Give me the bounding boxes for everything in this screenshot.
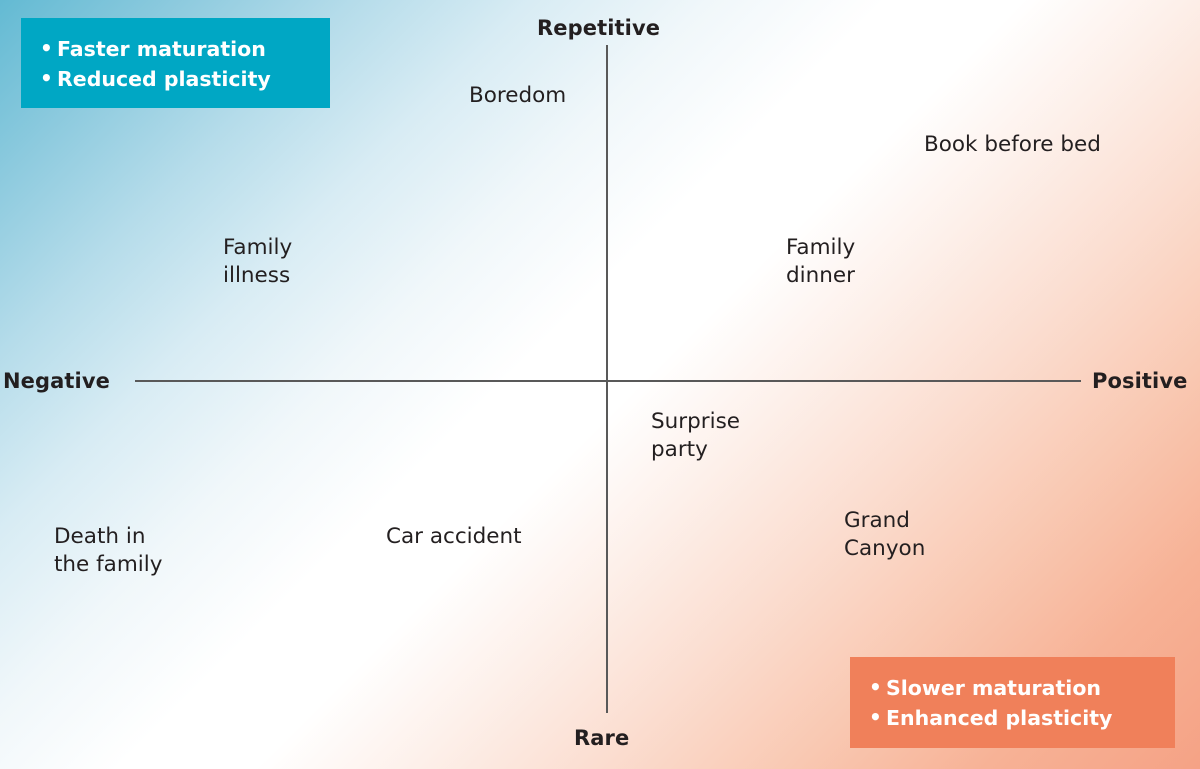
- callout-teal-list: Faster maturation Reduced plasticity: [40, 33, 312, 94]
- axis-label-negative: Negative: [3, 369, 110, 393]
- data-label-family-dinner: Family dinner: [786, 235, 856, 288]
- callout-orange-bullet-1: Slower maturation: [869, 672, 1157, 703]
- data-label-death-in-the-family: Death in the family: [54, 524, 163, 577]
- data-label-family-illness: Family illness: [223, 235, 293, 288]
- callout-orange-list: Slower maturation Enhanced plasticity: [869, 672, 1157, 733]
- callout-box-slower-maturation: Slower maturation Enhanced plasticity: [850, 657, 1175, 748]
- callout-teal-bullet-1: Faster maturation: [40, 33, 312, 64]
- horizontal-axis-line: [135, 380, 1081, 382]
- data-label-surprise-party: Surprise party: [651, 409, 741, 462]
- callout-orange-bullet-2: Enhanced plasticity: [869, 702, 1157, 733]
- callout-teal-bullet-2: Reduced plasticity: [40, 63, 312, 94]
- data-label-boredom: Boredom: [469, 83, 567, 108]
- data-label-grand-canyon: Grand Canyon: [844, 508, 926, 561]
- data-label-book-before-bed: Book before bed: [924, 132, 1101, 157]
- axis-label-rare: Rare: [574, 726, 630, 750]
- data-label-car-accident: Car accident: [386, 524, 522, 549]
- axis-label-repetitive: Repetitive: [537, 16, 661, 40]
- callout-box-faster-maturation: Faster maturation Reduced plasticity: [21, 18, 330, 108]
- vertical-axis-line: [606, 45, 608, 713]
- axis-label-positive: Positive: [1092, 369, 1188, 393]
